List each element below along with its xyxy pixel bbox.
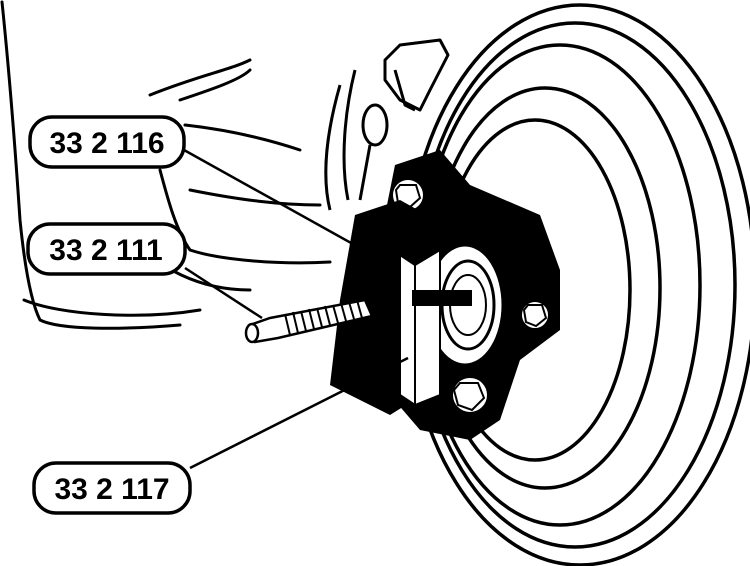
threaded-spindle <box>244 298 374 344</box>
body-outline <box>0 0 332 330</box>
leader-upper <box>183 148 379 260</box>
callout-upper-text: 33 2 116 <box>49 127 164 160</box>
callout-middle: 33 2 111 <box>26 222 187 276</box>
leader-lower <box>189 356 409 470</box>
leader-middle <box>184 266 263 320</box>
callout-middle-text: 33 2 111 <box>49 234 162 267</box>
tool-frame <box>330 200 472 415</box>
caliper <box>324 38 450 211</box>
callout-lower-text: 33 2 117 <box>54 473 169 506</box>
leader-lines <box>183 148 409 470</box>
brake-disc <box>403 3 750 566</box>
callout-lower: 33 2 117 <box>32 461 192 515</box>
callout-upper: 33 2 116 <box>28 115 186 169</box>
